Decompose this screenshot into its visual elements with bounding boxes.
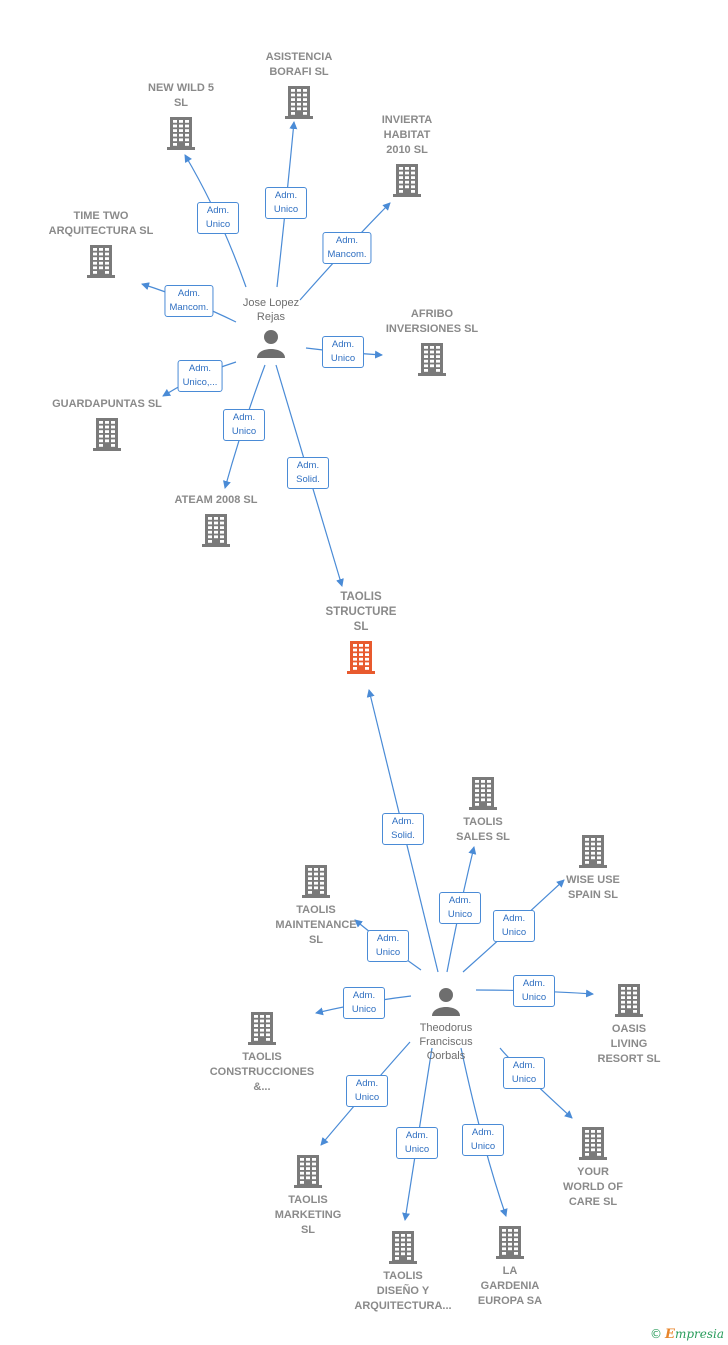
- company-label-construcciones[interactable]: TAOLIS CONSTRUCCIONES &...: [209, 1051, 315, 1093]
- building-icon[interactable]: [201, 512, 231, 553]
- relation-label[interactable]: Adm. Unico: [493, 910, 535, 942]
- relation-label[interactable]: Adm. Unico: [367, 930, 409, 962]
- relation-label[interactable]: Adm. Unico: [513, 975, 555, 1007]
- building-icon[interactable]: [247, 1010, 277, 1051]
- company-label-newwild[interactable]: NEW WILD 5 SL: [148, 82, 214, 109]
- company-label-taolis-sales[interactable]: TAOLIS SALES SL: [456, 816, 510, 843]
- person-name-p1[interactable]: Jose Lopez Rejas: [242, 297, 300, 323]
- company-label-invierta[interactable]: INVIERTA HABITAT 2010 SL: [381, 114, 433, 156]
- building-icon[interactable]: [495, 1224, 525, 1265]
- relation-label[interactable]: Adm. Unico: [462, 1124, 504, 1156]
- company-label-taolis-structure[interactable]: TAOLIS STRUCTURE SL: [325, 591, 397, 633]
- brand-name: mpresia: [674, 1327, 724, 1341]
- relation-label[interactable]: Adm. Unico: [503, 1057, 545, 1089]
- company-label-ateam[interactable]: ATEAM 2008 SL: [174, 494, 258, 506]
- building-icon[interactable]: [388, 1229, 418, 1270]
- relation-label[interactable]: Adm. Unico: [343, 987, 385, 1019]
- relation-label[interactable]: Adm. Unico: [265, 187, 307, 219]
- copyright-icon: ©: [650, 1327, 663, 1341]
- company-label-marketing[interactable]: TAOLIS MARKETING SL: [274, 1194, 342, 1236]
- relation-label[interactable]: Adm. Unico: [439, 892, 481, 924]
- brand-logo-letter: E: [665, 1327, 675, 1342]
- building-icon[interactable]: [284, 84, 314, 125]
- footer-brand[interactable]: ©Empresia: [650, 1327, 724, 1342]
- company-label-afribo[interactable]: AFRIBO INVERSIONES SL: [385, 308, 479, 335]
- building-icon[interactable]: [578, 833, 608, 874]
- building-icon[interactable]: [86, 243, 116, 284]
- relation-label[interactable]: Adm. Mancom.: [322, 232, 372, 264]
- relation-label[interactable]: Adm. Unico: [197, 202, 239, 234]
- company-label-yourworld[interactable]: YOUR WORLD OF CARE SL: [563, 1166, 623, 1208]
- building-icon[interactable]: [301, 863, 331, 904]
- relation-label[interactable]: Adm. Unico,...: [177, 360, 223, 392]
- company-label-timetwo[interactable]: TIME TWO ARQUITECTURA SL: [48, 210, 154, 237]
- relation-label[interactable]: Adm. Unico: [223, 409, 265, 441]
- relation-label[interactable]: Adm. Unico: [346, 1075, 388, 1107]
- company-label-guardapuntas[interactable]: GUARDAPUNTAS SL: [52, 398, 162, 410]
- building-icon[interactable]: [92, 416, 122, 457]
- company-label-wiseuse[interactable]: WISE USE SPAIN SL: [566, 874, 620, 901]
- person-name-p2[interactable]: Theodorus Franciscus Oorbals: [419, 1022, 473, 1062]
- company-label-diseno[interactable]: TAOLIS DISEÑO Y ARQUITECTURA...: [354, 1270, 452, 1312]
- relation-label[interactable]: Adm. Unico: [322, 336, 364, 368]
- building-icon[interactable]: [578, 1125, 608, 1166]
- company-label-oasis[interactable]: OASIS LIVING RESORT SL: [597, 1023, 661, 1065]
- company-label-gardenia[interactable]: LA GARDENIA EUROPA SA: [477, 1265, 543, 1307]
- building-icon[interactable]: [293, 1153, 323, 1194]
- building-icon[interactable]: [417, 341, 447, 382]
- person-icon[interactable]: [256, 328, 286, 363]
- building-icon[interactable]: [392, 162, 422, 203]
- relation-label[interactable]: Adm. Unico: [396, 1127, 438, 1159]
- relation-label[interactable]: Adm. Solid.: [382, 813, 424, 845]
- building-icon[interactable]: [614, 982, 644, 1023]
- building-icon[interactable]: [468, 775, 498, 816]
- building-icon[interactable]: [346, 639, 376, 680]
- person-icon[interactable]: [431, 986, 461, 1021]
- company-label-asistencia[interactable]: ASISTENCIA BORAFI SL: [265, 51, 333, 78]
- building-icon[interactable]: [166, 115, 196, 156]
- relation-label[interactable]: Adm. Mancom.: [164, 285, 214, 317]
- relation-label[interactable]: Adm. Solid.: [287, 457, 329, 489]
- company-label-maintenance[interactable]: TAOLIS MAINTENANCE SL: [275, 904, 357, 946]
